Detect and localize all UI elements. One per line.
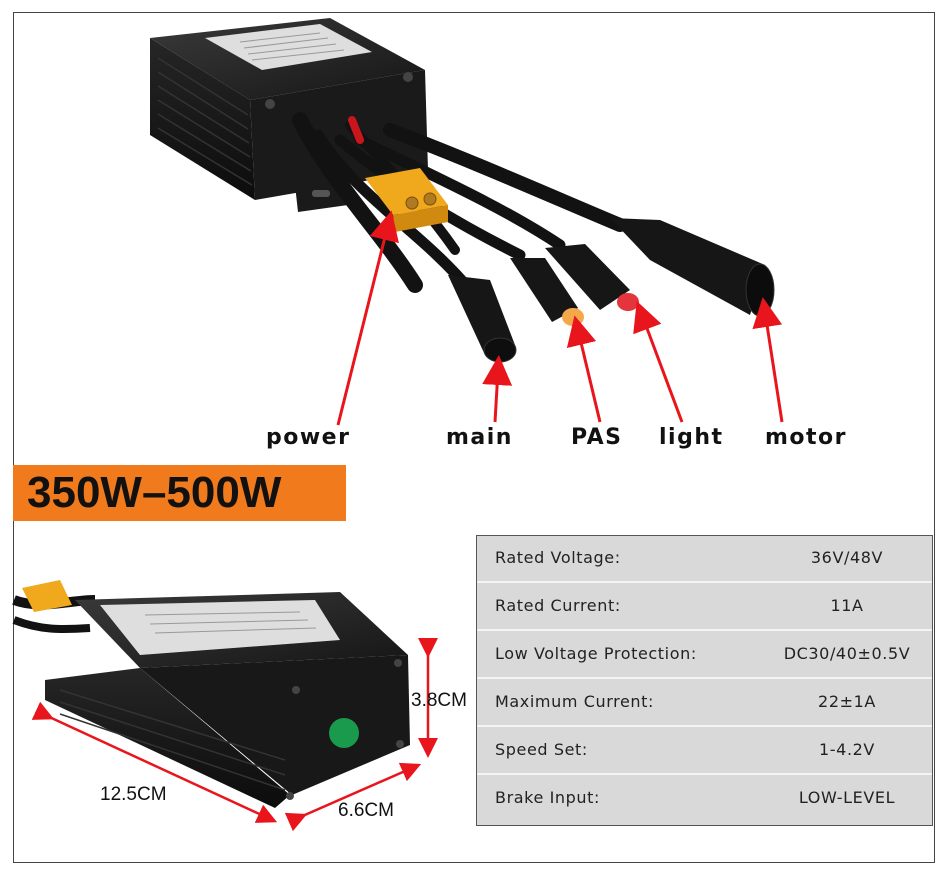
label-power: power — [266, 425, 351, 450]
label-motor: motor — [765, 425, 848, 450]
label-arrows — [336, 210, 784, 426]
power-range-text: 350W–500W — [27, 468, 282, 517]
spec-row: Rated Voltage: 36V/48V — [477, 536, 932, 583]
spec-row: Rated Current: 11A — [477, 584, 932, 631]
spec-row: Brake Input: LOW-LEVEL — [477, 776, 932, 823]
spec-key: Maximum Current: — [495, 692, 655, 711]
spec-value: 1-4.2V — [819, 740, 875, 759]
power-range-banner: 350W–500W — [13, 465, 346, 521]
spec-key: Rated Current: — [495, 596, 621, 615]
label-main: main — [446, 425, 513, 450]
spec-value: DC30/40±0.5V — [783, 644, 911, 663]
bottom-controller — [12, 580, 410, 808]
dimension-length: 12.5CM — [100, 784, 167, 805]
power-connector — [365, 168, 448, 232]
spec-value: 36V/48V — [810, 548, 884, 567]
spec-key: Brake Input: — [495, 788, 601, 807]
dimension-height: 3.8CM — [411, 690, 467, 711]
label-pas: PAS — [571, 425, 623, 450]
spec-row: Maximum Current: 22±1A — [477, 680, 932, 727]
spec-value: LOW-LEVEL — [798, 788, 896, 807]
spec-key: Low Voltage Protection: — [495, 644, 697, 663]
main-connector — [448, 275, 517, 363]
dimension-width: 6.6CM — [338, 800, 394, 821]
spec-value: 22±1A — [818, 692, 876, 711]
spec-row: Low Voltage Protection: DC30/40±0.5V — [477, 632, 932, 679]
spec-row: Speed Set: 1-4.2V — [477, 728, 932, 775]
spec-key: Rated Voltage: — [495, 548, 621, 567]
label-light: light — [659, 425, 724, 450]
spec-table: Rated Voltage: 36V/48V Rated Current: 11… — [476, 535, 933, 826]
spec-value: 11A — [830, 596, 864, 615]
spec-key: Speed Set: — [495, 740, 588, 759]
dimension-arrows — [31, 638, 438, 832]
